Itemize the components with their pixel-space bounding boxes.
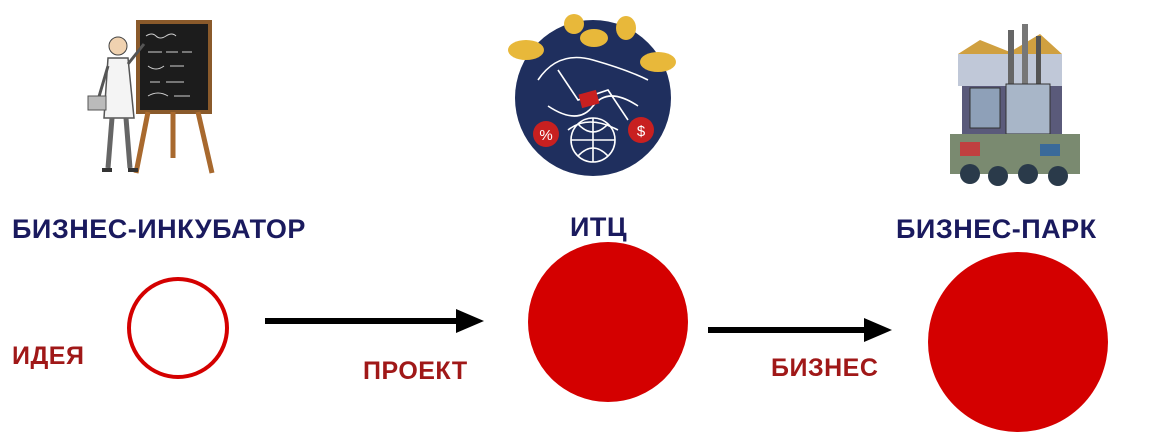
arrow-idea-to-project (265, 309, 484, 333)
svg-text:$: $ (637, 123, 646, 140)
business-circle (928, 252, 1108, 432)
teacher-blackboard-icon (87, 20, 215, 174)
money-network-globe-icon: % $ (508, 14, 676, 176)
stage-label-business: БИЗНЕС (771, 354, 879, 382)
arrow-project-to-business (708, 318, 892, 342)
stage-title-itc: ИТЦ (570, 212, 628, 242)
stage-title-business-incubator: БИЗНЕС-ИНКУБАТОР (12, 214, 306, 244)
stage-title-business-park: БИЗНЕС-ПАРК (896, 214, 1097, 244)
project-circle (528, 242, 688, 402)
idea-circle (127, 277, 229, 379)
stage-label-idea: ИДЕЯ (12, 342, 85, 370)
industrial-city-icon (950, 24, 1080, 186)
stage-label-project: ПРОЕКТ (363, 357, 468, 385)
svg-text:%: % (539, 127, 552, 144)
